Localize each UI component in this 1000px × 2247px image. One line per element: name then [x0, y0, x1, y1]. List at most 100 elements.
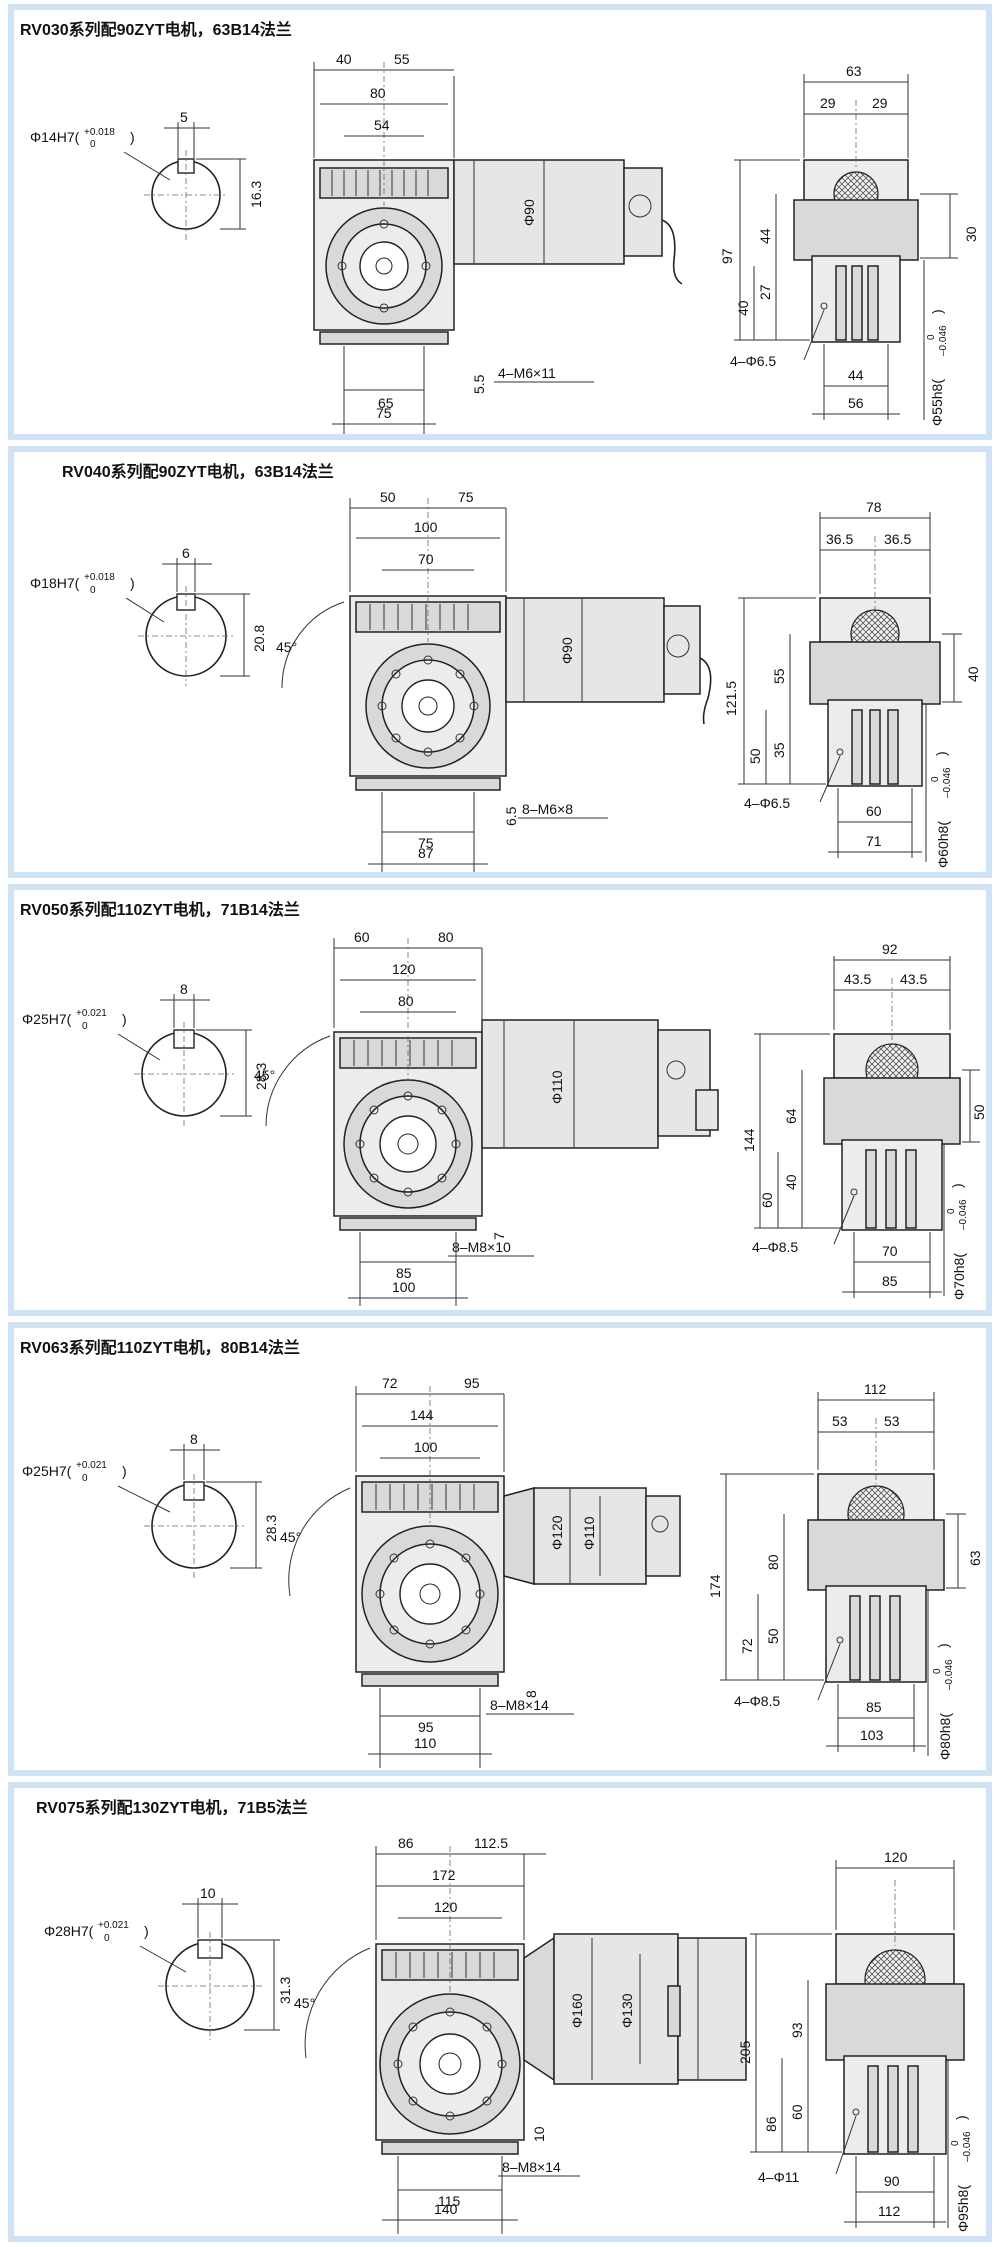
- dim-h2: 53: [884, 1413, 900, 1429]
- dim-w1: 172: [432, 1867, 456, 1883]
- dim-shaft-dia: Φ14H7(: [30, 129, 80, 145]
- dim-height: 20.8: [251, 625, 267, 652]
- dim-r1: 30: [963, 226, 979, 242]
- dim-holes: 8–M8×14: [490, 1697, 549, 1713]
- dim-top2: 95: [464, 1375, 480, 1391]
- dim-holes: 4–M6×11: [498, 365, 556, 381]
- dim-flange-lo: –0.046: [938, 325, 949, 356]
- dim-w2: 80: [398, 993, 414, 1009]
- dim-angle: 45°: [276, 639, 297, 655]
- dim-r1: 50: [971, 1104, 986, 1120]
- dim-v3: 35: [771, 742, 787, 758]
- dim-tol-lo: 0: [82, 1021, 88, 1032]
- dim-b2: 85: [882, 1273, 898, 1289]
- dim-tol-lo: 0: [82, 1473, 88, 1484]
- dim-b1: 65: [378, 395, 394, 411]
- drawing-rv030: 5 16.3 Φ14H7( +0.018 0 ): [30, 51, 979, 434]
- dim-v3: 40: [783, 1174, 799, 1190]
- dim-flange: Φ70h8(: [951, 1253, 967, 1300]
- dim-b2: 71: [866, 833, 882, 849]
- dim-top1: 86: [398, 1835, 414, 1851]
- dim-v2: 55: [771, 668, 787, 684]
- dim-hole: 4–Φ8.5: [734, 1693, 780, 1709]
- dim-tol-up: +0.021: [76, 1460, 107, 1471]
- drawing-rv050: 8 28.3 Φ25H7( +0.021 0 ) 45°: [22, 929, 986, 1306]
- side-view: 92 43.5 43.5 144 64 40 60 50 4–Φ8.5: [741, 941, 986, 1300]
- section-rv030: RV030系列配90ZYT电机，63B14法兰 5 16.3 Φ14H7( +0…: [8, 4, 992, 440]
- dim-h1: 36.5: [826, 531, 853, 547]
- side-view: 63 29 29 97 44 27 40 30 4–Φ6.5: [719, 63, 979, 426]
- leader-line: [817, 1643, 841, 1701]
- dim-v2: 93: [789, 2022, 805, 2038]
- motor-endcap: [645, 1495, 681, 1577]
- leader-line: [803, 309, 825, 361]
- dim-w2: 100: [414, 1439, 438, 1455]
- dim-close: ): [122, 1011, 127, 1027]
- dim-v3: 60: [789, 2104, 805, 2120]
- dim-close: ): [144, 1923, 149, 1939]
- dim-b1: 85: [396, 1265, 412, 1281]
- dim-key: 10: [200, 1885, 216, 1901]
- drawing-rv063: 8 28.3 Φ25H7( +0.021 0 ) 45°: [22, 1375, 983, 1768]
- leader-line: [835, 2115, 857, 2175]
- section-title: RV063系列配110ZYT电机，80B14法兰: [20, 1340, 300, 1357]
- dim-flange-up: 0: [930, 776, 941, 782]
- dim-close: ): [130, 575, 135, 591]
- section-title: RV030系列配90ZYT电机，63B14法兰: [20, 22, 292, 39]
- dim-b2: 100: [392, 1279, 416, 1295]
- dim-hole: 4–Φ11: [758, 2169, 799, 2185]
- dim-shaft-dia: Φ25H7(: [22, 1011, 72, 1027]
- dim-top2: 75: [458, 489, 474, 505]
- gearbox-foot: [355, 777, 501, 791]
- dim-height: 28.3: [253, 1063, 269, 1090]
- dim-motor: Φ160: [569, 1993, 585, 2028]
- dim-holes: 8–M8×14: [502, 2159, 561, 2175]
- motor-endcap: [677, 1937, 747, 2081]
- dim-flange-close: ): [935, 1643, 951, 1648]
- dim-w1: 144: [410, 1407, 434, 1423]
- dim-v1: 144: [741, 1128, 757, 1152]
- dim-v1: 121.5: [723, 681, 739, 716]
- dim-height: 28.3: [263, 1515, 279, 1542]
- dim-flange-up: 0: [932, 1668, 943, 1674]
- front-view: 45° 60 80 120: [254, 929, 719, 1306]
- motor-adapter: [503, 1487, 535, 1585]
- dim-r1: 63: [967, 1550, 983, 1566]
- leader-line: [833, 1195, 855, 1245]
- section-title: RV040系列配90ZYT电机，63B14法兰: [62, 464, 334, 481]
- dim-tol-up: +0.018: [84, 572, 115, 583]
- dim-tol-up: +0.021: [98, 1920, 129, 1931]
- leader-line: [123, 151, 171, 181]
- dim-b1: 85: [866, 1699, 882, 1715]
- dim-h2: 36.5: [884, 531, 911, 547]
- dim-hole: 4–Φ8.5: [752, 1239, 798, 1255]
- shaft-section: 6 20.8 Φ18H7( +0.018 0 ): [30, 545, 267, 686]
- dim-w2: 70: [418, 551, 434, 567]
- dim-h2: 43.5: [900, 971, 927, 987]
- dim-top2: 80: [438, 929, 454, 945]
- side-view: 78 36.5 36.5 121.5 55 35 50 40 4–Φ6.5: [723, 499, 981, 868]
- dim-v2: 44: [757, 228, 773, 244]
- section-title: RV050系列配110ZYT电机，71B14法兰: [20, 902, 300, 919]
- dim-s1: 6.5: [503, 806, 519, 826]
- dim-b1: 60: [866, 803, 882, 819]
- dim-flange-lo: –0.046: [942, 767, 953, 798]
- gearbox-foot: [319, 331, 449, 345]
- section-rv040: RV040系列配90ZYT电机，63B14法兰 6 20.8 Φ18H7( +0…: [8, 446, 992, 878]
- motor-adapter: [523, 1936, 555, 2082]
- dim-angle: 45°: [254, 1067, 275, 1083]
- dim-top2: 55: [394, 51, 410, 67]
- motor-endcap: [623, 167, 663, 257]
- dim-holes: 8–M6×8: [522, 801, 573, 817]
- motor-cable: [699, 657, 712, 725]
- dim-w: 92: [882, 941, 898, 957]
- dim-key: 6: [182, 545, 190, 561]
- dim-tol-lo: 0: [104, 1933, 110, 1944]
- angle-arc: [265, 1035, 331, 1127]
- dim-s1: 5.5: [471, 374, 487, 394]
- dim-angle: 45°: [280, 1529, 301, 1545]
- dim-height: 31.3: [277, 1977, 293, 2004]
- leader-line: [117, 1485, 171, 1513]
- leader-line: [125, 597, 165, 623]
- dim-motor2: Φ110: [581, 1516, 597, 1550]
